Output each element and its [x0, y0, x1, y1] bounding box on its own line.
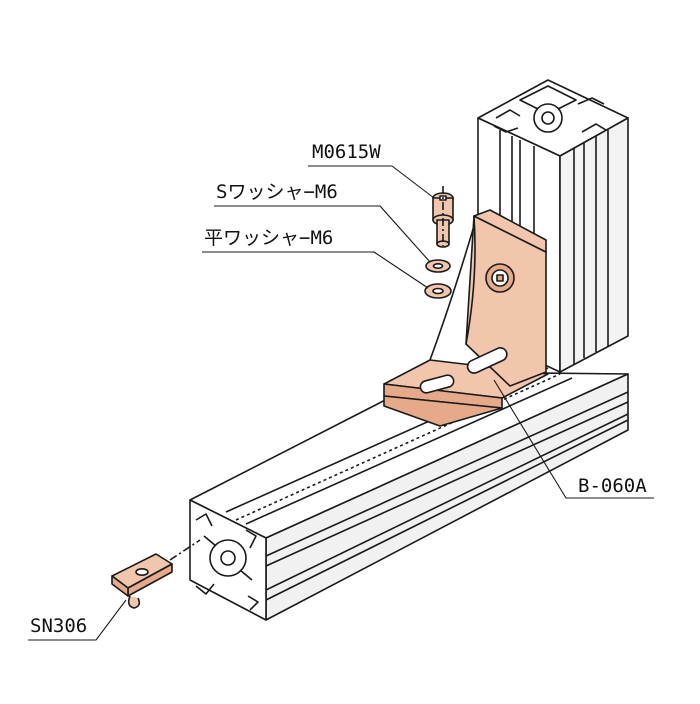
label-screw: M0615W [312, 141, 381, 163]
flat-washer-part [424, 283, 452, 299]
label-nut: SN306 [30, 615, 87, 637]
label-spring-washer: Sワッシャ−M6 [216, 181, 338, 203]
label-flat-washer: 平ワッシャ−M6 [204, 227, 333, 249]
bracket-part [383, 209, 549, 427]
spring-washer-part [425, 259, 451, 273]
slide-nut-part [111, 553, 173, 609]
leader-lines [28, 165, 654, 641]
cap-screw-part [432, 192, 454, 248]
horizontal-profile [189, 367, 629, 621]
label-bracket: B-060A [578, 475, 647, 497]
